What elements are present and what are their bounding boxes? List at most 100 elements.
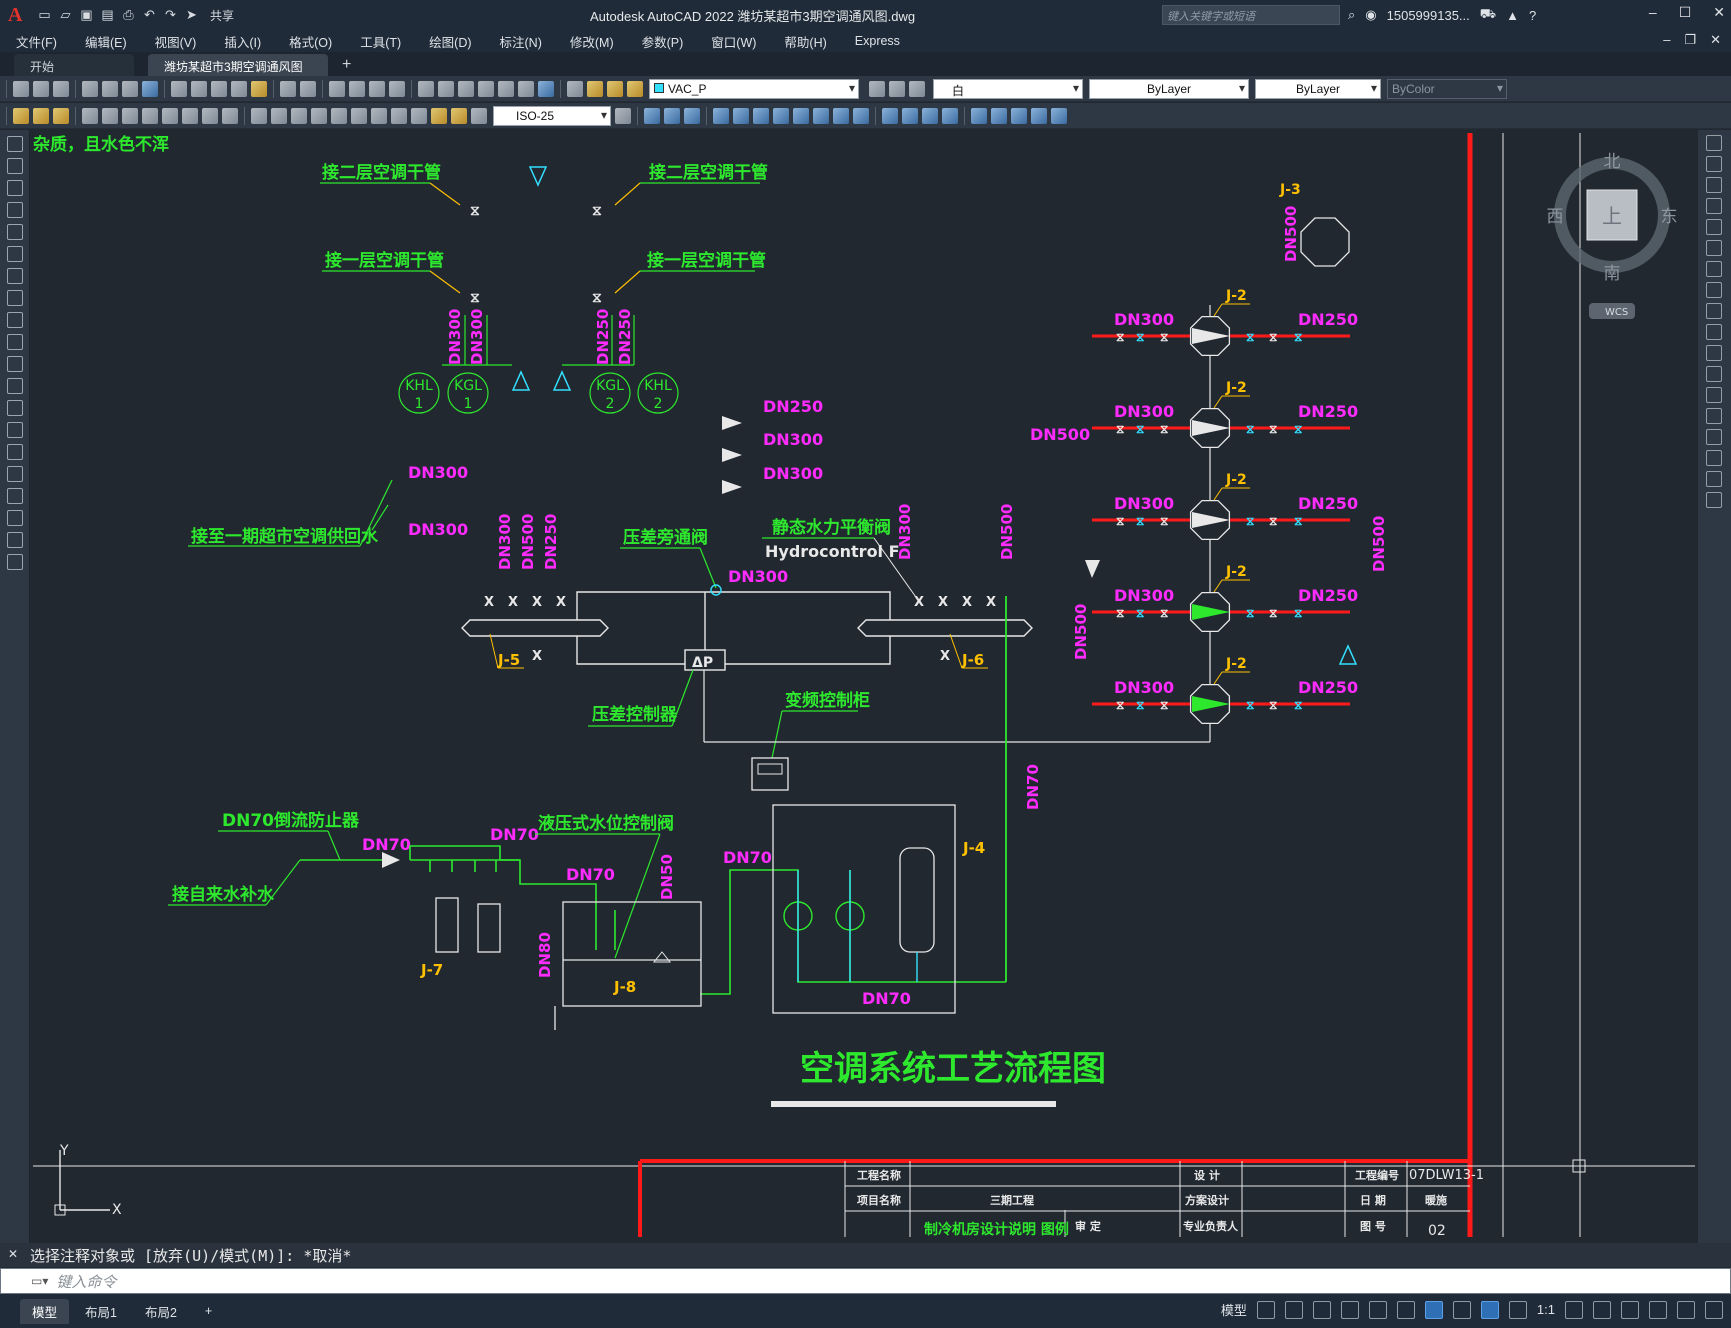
dim-space-icon[interactable] xyxy=(311,107,327,124)
copy-object-icon[interactable] xyxy=(1706,156,1722,172)
jogged-linear-icon[interactable] xyxy=(411,107,427,124)
mtext-icon[interactable] xyxy=(7,532,23,548)
annotation-monitor-icon[interactable] xyxy=(1593,1300,1611,1319)
revcloud-icon[interactable] xyxy=(7,290,23,306)
auto-scale-icon[interactable] xyxy=(1508,1300,1527,1319)
osnap-icon[interactable] xyxy=(1424,1300,1443,1319)
autocad-logo-icon[interactable]: A xyxy=(8,3,23,26)
dim-radius-icon[interactable] xyxy=(162,107,178,124)
fillet-icon[interactable] xyxy=(1706,450,1722,466)
doc-restore-icon[interactable]: ❐ xyxy=(1684,32,1697,47)
modify-icon-13[interactable] xyxy=(971,107,987,124)
grid-icon[interactable] xyxy=(1256,1300,1275,1319)
polar-icon[interactable] xyxy=(1340,1300,1359,1319)
dim-continue-icon[interactable] xyxy=(291,107,307,124)
modify-icon-12[interactable] xyxy=(942,107,958,124)
dim-edit-icon[interactable] xyxy=(431,107,447,124)
open-icon[interactable] xyxy=(33,80,49,97)
doc-minimize-icon[interactable]: – xyxy=(1663,32,1671,47)
menu-file[interactable]: 文件(F) xyxy=(16,35,57,50)
draworder-back-icon[interactable] xyxy=(664,107,680,124)
fullscreen-icon[interactable] xyxy=(1677,1300,1695,1319)
modify-icon-11[interactable] xyxy=(922,107,938,124)
menu-window[interactable]: 窗口(W) xyxy=(711,35,757,50)
break-icon[interactable] xyxy=(1706,387,1722,403)
new-file-icon[interactable]: ▭ xyxy=(38,7,51,22)
lineweight-icon[interactable] xyxy=(1452,1300,1471,1319)
viewcube-south[interactable]: 南 xyxy=(1604,264,1621,284)
calculator-icon[interactable] xyxy=(518,80,534,97)
move-icon[interactable] xyxy=(1706,240,1722,256)
dimstyle-icon[interactable] xyxy=(615,107,631,124)
redo-tb-icon[interactable] xyxy=(300,80,316,97)
dim-text-edit-icon[interactable] xyxy=(451,107,467,124)
plotstyle-select[interactable]: ByColor xyxy=(1387,78,1507,99)
layout-tab-2[interactable]: 布局2 xyxy=(144,1305,177,1320)
arc-icon[interactable] xyxy=(7,246,23,262)
osnap-tracking-icon[interactable] xyxy=(1396,1300,1415,1319)
modify-icon-7[interactable] xyxy=(833,107,849,124)
save-icon[interactable]: ▣ xyxy=(80,7,93,22)
tab-start[interactable]: 开始 xyxy=(14,54,134,76)
search-input[interactable]: 键入关键字或短语 xyxy=(1162,5,1340,25)
share-icon[interactable]: ➤ xyxy=(186,7,197,22)
open-file-icon[interactable]: ▱ xyxy=(60,7,71,22)
dim-update-icon[interactable] xyxy=(471,107,487,124)
quick-dim-icon[interactable] xyxy=(251,107,267,124)
modify-icon-15[interactable] xyxy=(1011,107,1027,124)
explode-icon[interactable] xyxy=(1706,492,1722,508)
design-center-icon[interactable] xyxy=(438,80,454,97)
menu-insert[interactable]: 插入(I) xyxy=(224,35,262,50)
menu-tools[interactable]: 工具(T) xyxy=(360,35,402,50)
table-icon[interactable] xyxy=(7,510,23,526)
xline-icon[interactable] xyxy=(7,158,23,174)
qnew-icon[interactable] xyxy=(13,80,29,97)
share-button[interactable]: 共享 xyxy=(210,8,235,23)
layer-previous-icon[interactable] xyxy=(889,80,905,97)
command-prompt-icon[interactable]: ▭▾ xyxy=(31,1274,49,1288)
modify-icon-4[interactable] xyxy=(773,107,789,124)
menu-help[interactable]: 帮助(H) xyxy=(784,35,827,50)
modify-icon-9[interactable] xyxy=(882,107,898,124)
cut-icon[interactable] xyxy=(171,80,187,97)
undo-tb-icon[interactable] xyxy=(280,80,296,97)
modify-icon-17[interactable] xyxy=(1051,107,1067,124)
ortho-icon[interactable] xyxy=(1312,1300,1331,1319)
ellipse-arc-icon[interactable] xyxy=(7,356,23,372)
publish-icon[interactable] xyxy=(122,80,138,97)
customize-icon[interactable] xyxy=(1705,1300,1723,1319)
undo-icon[interactable]: ↶ xyxy=(144,7,155,22)
stretch-icon[interactable] xyxy=(1706,303,1722,319)
polygon-icon[interactable] xyxy=(7,202,23,218)
dim-diameter-icon[interactable] xyxy=(202,107,218,124)
extend-icon[interactable] xyxy=(1706,345,1722,361)
tab-drawing[interactable]: 潍坊某超市3期空调通风图*✕ xyxy=(148,54,328,89)
modify-icon-8[interactable] xyxy=(853,107,869,124)
annotation-scale[interactable]: 1:1 xyxy=(1536,1302,1555,1317)
add-selected-icon[interactable] xyxy=(7,554,23,570)
menu-parametric[interactable]: 参数(P) xyxy=(641,35,684,50)
match-prop-icon[interactable] xyxy=(231,80,247,97)
close-icon[interactable]: ✕ xyxy=(1713,4,1725,20)
preview-icon[interactable] xyxy=(102,80,118,97)
redo-icon[interactable]: ↷ xyxy=(165,7,176,22)
quick-props-icon[interactable] xyxy=(1649,1300,1667,1319)
properties-icon[interactable] xyxy=(418,80,434,97)
tolerance-icon[interactable] xyxy=(351,107,367,124)
modify-icon-16[interactable] xyxy=(1031,107,1047,124)
modify-icon-1[interactable] xyxy=(713,107,729,124)
dim-ordinate-icon[interactable] xyxy=(142,107,158,124)
menu-modify[interactable]: 修改(M) xyxy=(569,35,614,50)
modify-icon-2[interactable] xyxy=(733,107,749,124)
hatch-icon[interactable] xyxy=(7,444,23,460)
modify-icon-6[interactable] xyxy=(813,107,829,124)
chamfer-icon[interactable] xyxy=(1706,429,1722,445)
wcs-button[interactable] xyxy=(1589,303,1635,319)
scale-icon[interactable] xyxy=(1706,282,1722,298)
snap-icon[interactable] xyxy=(1284,1300,1303,1319)
erase-icon[interactable] xyxy=(1706,135,1722,151)
break-point-icon[interactable] xyxy=(1706,366,1722,382)
viewcube-west[interactable]: 西 xyxy=(1547,207,1564,227)
user-name[interactable]: 1505999135... xyxy=(1386,7,1470,23)
center-mark-icon[interactable] xyxy=(371,107,387,124)
